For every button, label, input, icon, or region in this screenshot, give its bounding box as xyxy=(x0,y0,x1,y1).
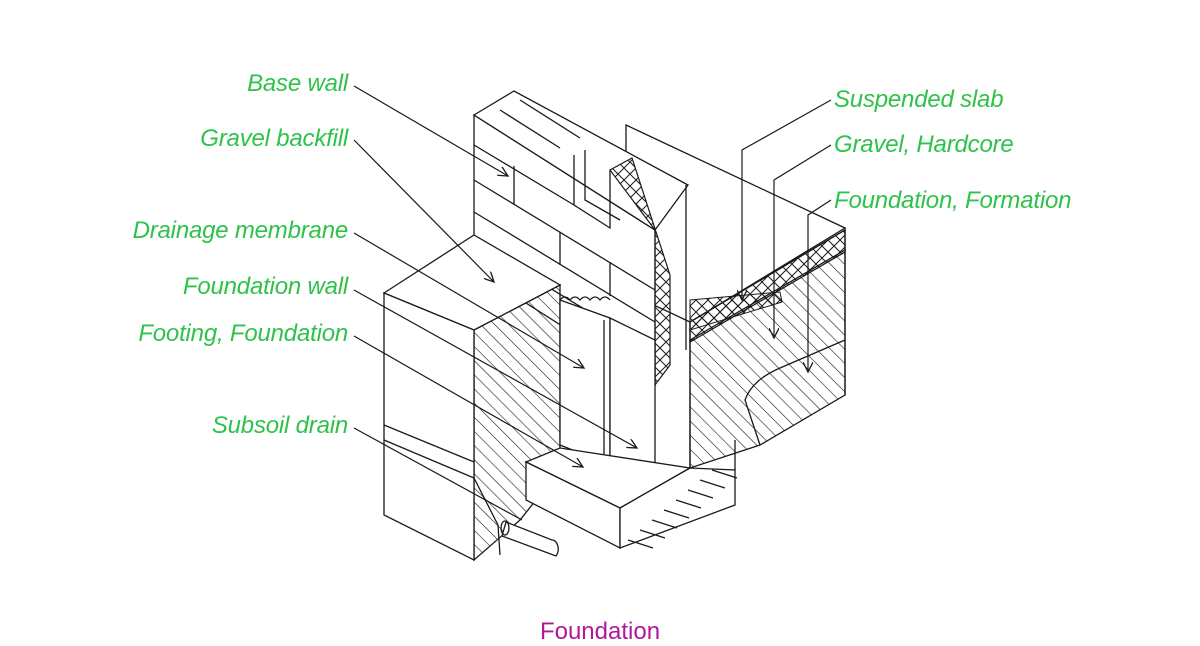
label-foundation-wall: Foundation wall xyxy=(182,273,348,300)
footing-block xyxy=(524,447,736,550)
foundation-wall-block xyxy=(559,296,656,492)
label-foundation-formation: Foundation, Formation xyxy=(834,187,1072,214)
right-block xyxy=(625,123,847,470)
label-gravel-hardcore: Gravel, Hardcore xyxy=(834,131,1014,158)
label-footing-foundation: Footing, Foundation xyxy=(138,320,348,347)
reinforcement-bars xyxy=(627,469,738,549)
label-suspended-slab: Suspended slab xyxy=(834,86,1004,113)
label-drainage-membrane: Drainage membrane xyxy=(132,217,349,244)
leader-lines xyxy=(353,85,832,521)
foundation-diagram xyxy=(353,85,847,562)
label-base-wall: Base wall xyxy=(247,70,348,97)
caption: Foundation xyxy=(539,618,661,645)
gravel-backfill-block xyxy=(382,234,562,562)
subsoil-drain-pipe xyxy=(500,520,559,557)
label-gravel-backfill: Gravel backfill xyxy=(200,125,348,152)
label-subsoil-drain: Subsoil drain xyxy=(211,412,348,439)
